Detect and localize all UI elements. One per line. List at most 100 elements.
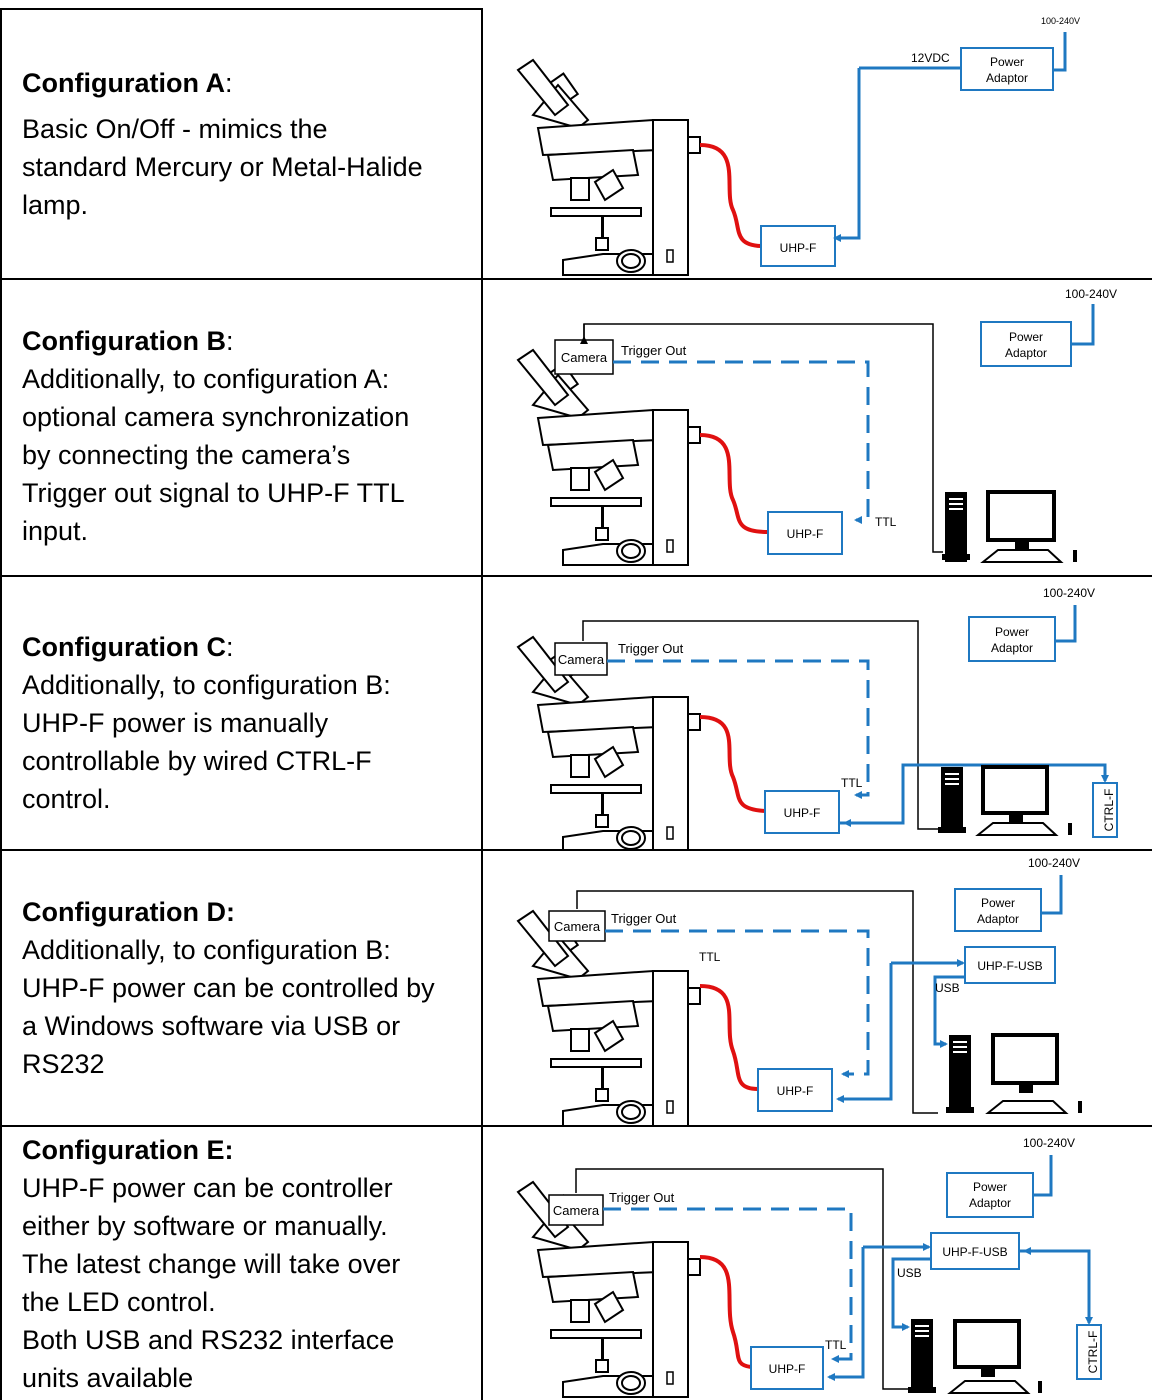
uhp-f-usb-box	[964, 946, 1056, 984]
trigger-ttl-line	[603, 1207, 853, 1363]
config-b-text: Configuration B: Additionally, to config…	[22, 322, 472, 550]
monitor-icon	[980, 490, 1077, 563]
uhp-f-box	[757, 1068, 833, 1112]
uhp-f-box	[760, 225, 836, 267]
adaptor-label-1: Power	[995, 625, 1029, 639]
config-c-diagram: Camera Trigger Out TTL UHP-F CTRL-F Powe…	[517, 586, 1118, 849]
row-divider	[0, 849, 1152, 851]
config-b-title: Configuration B	[22, 326, 226, 356]
usb-control-line	[836, 963, 893, 1103]
mains-line	[1055, 605, 1077, 643]
text-line: units available	[22, 1363, 194, 1393]
camera-label: Camera	[553, 1203, 600, 1218]
config-e-diagram: Camera Trigger Out TTL UHP-F UHP-F-USB C…	[517, 1136, 1102, 1398]
trigger-label: Trigger Out	[618, 641, 684, 656]
row-divider	[0, 1125, 1152, 1127]
camera-label: Camera	[558, 652, 605, 667]
ttl-label: TTL	[825, 1338, 847, 1352]
ctrl-f-label: CTRL-F	[1086, 1331, 1100, 1374]
uhp-f-usb-label: UHP-F-USB	[977, 959, 1042, 973]
usb-line	[891, 1257, 931, 1331]
ctrl-f-line	[839, 763, 1109, 825]
uhp-f-usb-box	[930, 1232, 1020, 1270]
microscope-icon	[517, 910, 701, 1125]
trigger-label: Trigger Out	[609, 1190, 675, 1205]
light-guide-cable	[699, 984, 759, 1091]
config-d-title: Configuration D:	[22, 897, 235, 927]
ctrl-f-box	[1076, 1324, 1102, 1380]
text-line: RS232	[22, 1049, 105, 1079]
light-guide-cable	[699, 1255, 752, 1369]
uhp-f-box	[764, 790, 840, 834]
dc-power-line	[833, 68, 861, 242]
config-a-diagram: UHP-F 12VDC Power Adaptor 100-240V	[517, 16, 1080, 276]
mains-label: 100-240V	[1043, 586, 1095, 600]
config-d-text: Configuration D: Additionally, to config…	[22, 893, 472, 1083]
config-a-title: Configuration A	[22, 68, 225, 98]
camera-data-line	[576, 890, 938, 1114]
text-line: by connecting the camera’s	[22, 440, 351, 470]
table-left-border	[0, 8, 2, 1400]
ttl-label: TTL	[699, 950, 721, 964]
camera-box	[554, 339, 614, 375]
uhp-f-label: UHP-F	[784, 806, 821, 820]
computer-tower-icon	[908, 1319, 936, 1393]
config-c-title: Configuration C	[22, 632, 226, 662]
text-line: Additionally, to configuration B:	[22, 670, 391, 700]
mains-line	[1041, 875, 1063, 915]
uhp-f-box	[750, 1346, 824, 1390]
trigger-ttl-line	[607, 659, 870, 799]
microscope-icon	[517, 636, 701, 849]
text-line: Both USB and RS232 interface	[22, 1325, 395, 1355]
monitor-icon	[947, 1319, 1042, 1394]
uhp-f-box	[767, 511, 843, 555]
text-line: The latest change will take over	[22, 1249, 401, 1279]
config-c-title-suffix: :	[225, 632, 234, 662]
config-e-title: Configuration E:	[22, 1135, 234, 1165]
camera-box	[548, 910, 606, 942]
adaptor-label-2: Adaptor	[1005, 346, 1047, 360]
uhp-f-label: UHP-F	[769, 1362, 806, 1376]
dc-label: 12VDC	[911, 51, 950, 65]
power-adaptor-box	[954, 888, 1042, 932]
camera-box	[548, 1194, 604, 1226]
camera-label: Camera	[561, 350, 608, 365]
text-line: UHP-F power can be controlled by	[22, 973, 435, 1003]
usb-control-line	[827, 1247, 865, 1381]
text-line: standard Mercury or Metal-Halide	[22, 152, 423, 182]
monitor-icon	[985, 1033, 1082, 1114]
trigger-label: Trigger Out	[611, 911, 677, 926]
row-divider	[0, 278, 1152, 280]
microscope-icon	[517, 1181, 701, 1398]
mains-line	[1033, 1155, 1053, 1197]
adaptor-label-1: Power	[1009, 330, 1043, 344]
text-line: the LED control.	[22, 1287, 216, 1317]
text-line: UHP-F power can be controller	[22, 1173, 393, 1203]
ttl-label: TTL	[875, 515, 897, 529]
text-line: control.	[22, 784, 111, 814]
usb-label: USB	[935, 981, 960, 995]
adaptor-label-2: Adaptor	[986, 71, 1028, 85]
table-top-border	[0, 8, 482, 10]
adaptor-label-1: Power	[973, 1180, 1007, 1194]
trigger-ttl-line	[613, 360, 870, 524]
adaptor-label-2: Adaptor	[969, 1196, 1011, 1210]
text-line: UHP-F power is manually	[22, 708, 329, 738]
config-b-title-suffix: :	[225, 326, 234, 356]
mains-line	[1071, 304, 1095, 346]
microscope-icon	[517, 59, 701, 276]
text-line: controllable by wired CTRL-F	[22, 746, 372, 776]
trigger-label: Trigger Out	[621, 343, 687, 358]
ttl-label: TTL	[841, 776, 863, 790]
mains-label: 100-240V	[1028, 856, 1080, 870]
camera-data-line	[582, 620, 938, 830]
usb-line	[933, 975, 965, 1048]
table-column-divider	[481, 8, 483, 1400]
text-line: Additionally, to configuration A:	[22, 364, 390, 394]
mains-label: 100-240V	[1041, 16, 1080, 26]
computer-tower-icon	[938, 767, 966, 833]
computer-tower-icon	[942, 492, 970, 562]
text-line: Basic On/Off - mimics the	[22, 114, 328, 144]
config-e-text: Configuration E: UHP-F power can be cont…	[22, 1131, 472, 1397]
